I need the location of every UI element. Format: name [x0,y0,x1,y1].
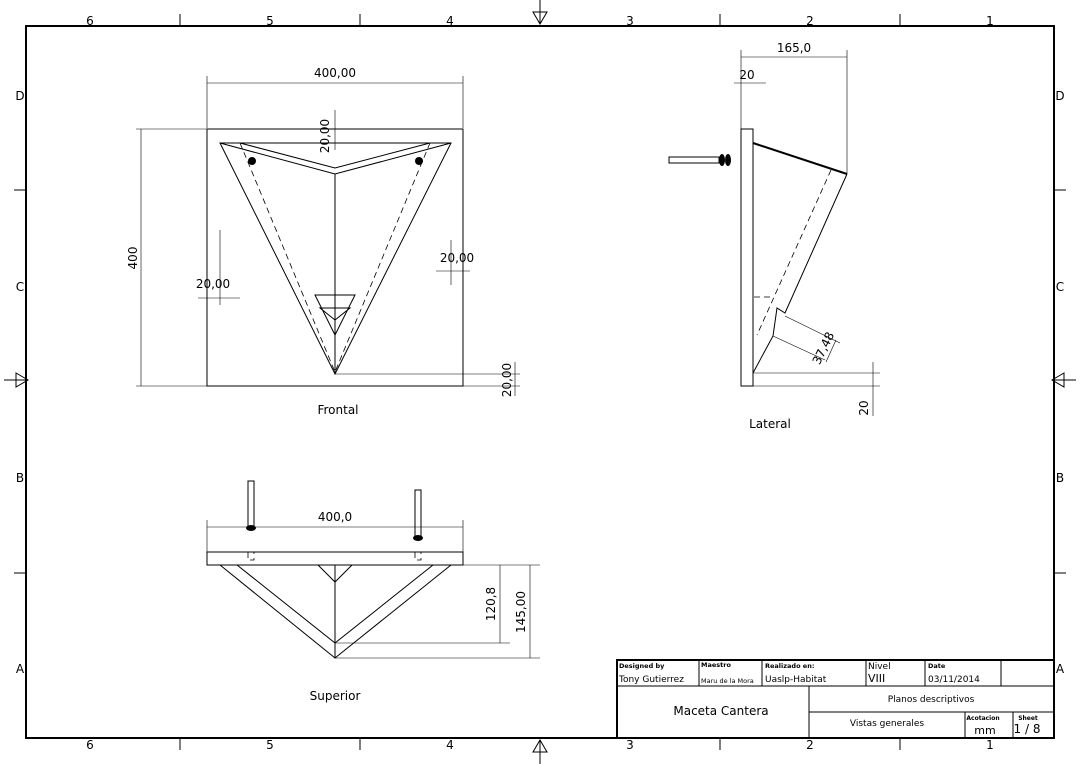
dimension-label: 37,48 [810,330,838,367]
row-label: D [1055,89,1064,103]
column-label: 2 [806,738,814,752]
column-label: 6 [86,738,94,752]
maestro-value: Maru de la Mora [701,677,754,685]
dimension-label: 20 [739,68,754,82]
dimension-label: 145,00 [514,591,528,633]
units-label: Acotacion [966,715,999,722]
view-label: Superior [310,689,361,703]
row-label: C [1056,280,1064,294]
column-label: 3 [626,738,634,752]
dimension-label: 165,0 [777,41,811,55]
maestro-label: Maestro [701,661,731,669]
dimension-label: 20,00 [196,277,230,291]
date-label: Date [928,662,946,670]
column-label: 6 [86,14,94,28]
column-label: 4 [446,738,454,752]
nivel-label: Nivel [868,662,891,672]
sheet-border [25,25,1055,739]
drawing-subtitle: Planos descriptivos [888,695,975,705]
lateral-view: 165,0 20 37,48 20 Lateral [668,41,880,431]
title-block: Designed by Tony Gutierrez Maestro Maru … [616,659,1055,739]
dimension-label: 20,00 [500,363,514,397]
column-label: 1 [986,14,994,28]
nivel-value: VIII [868,672,885,685]
dimension-label: 400,00 [314,66,356,80]
bolt-icon [247,480,255,528]
frontal-view: 400,00 400 20,00 20,00 20,00 20,00 Front… [126,66,520,417]
column-label: 2 [806,14,814,28]
dimension-label: 20,00 [440,251,474,265]
column-label: 5 [266,738,274,752]
bolt-hole-icon [415,157,423,165]
row-label: A [16,662,25,676]
units-value: mm [974,724,995,737]
bolt-icon [668,156,720,164]
zone-ticks [4,0,1076,764]
dimension-label: 20,00 [318,119,332,153]
dimension-label: 400 [126,247,140,270]
row-label: D [15,89,24,103]
dimension-label: 20 [857,400,871,415]
superior-view: 400,0 120,8 145,00 Superior [206,480,540,703]
date-value: 03/11/2014 [928,675,980,685]
view-set: Vistas generales [850,719,924,729]
designed-by-label: Designed by [619,662,665,670]
dimension-label: 120,8 [484,587,498,621]
view-label: Frontal [317,403,358,417]
realizado-value: Uaslp-Habitat [765,675,827,685]
row-label: A [1056,662,1065,676]
dimension-label: 400,0 [318,510,352,524]
column-label: 5 [266,14,274,28]
row-label: B [16,471,24,485]
bolt-icon [414,489,422,538]
column-label: 3 [626,14,634,28]
view-label: Lateral [749,417,791,431]
column-label: 4 [446,14,454,28]
sheet-label: Sheet [1018,715,1038,722]
realizado-label: Realizado en: [765,662,814,670]
bolt-hole-icon [248,157,256,165]
sheet-number: 1 / 8 [1014,722,1041,736]
zone-labels: 6 5 4 3 2 1 6 5 4 3 2 1 D C B A D C B A [15,14,1065,752]
drawing-title: Maceta Cantera [673,704,768,718]
row-label: B [1056,471,1064,485]
designed-by-value: Tony Gutierrez [618,675,684,685]
column-label: 1 [986,738,994,752]
row-label: C [16,280,24,294]
